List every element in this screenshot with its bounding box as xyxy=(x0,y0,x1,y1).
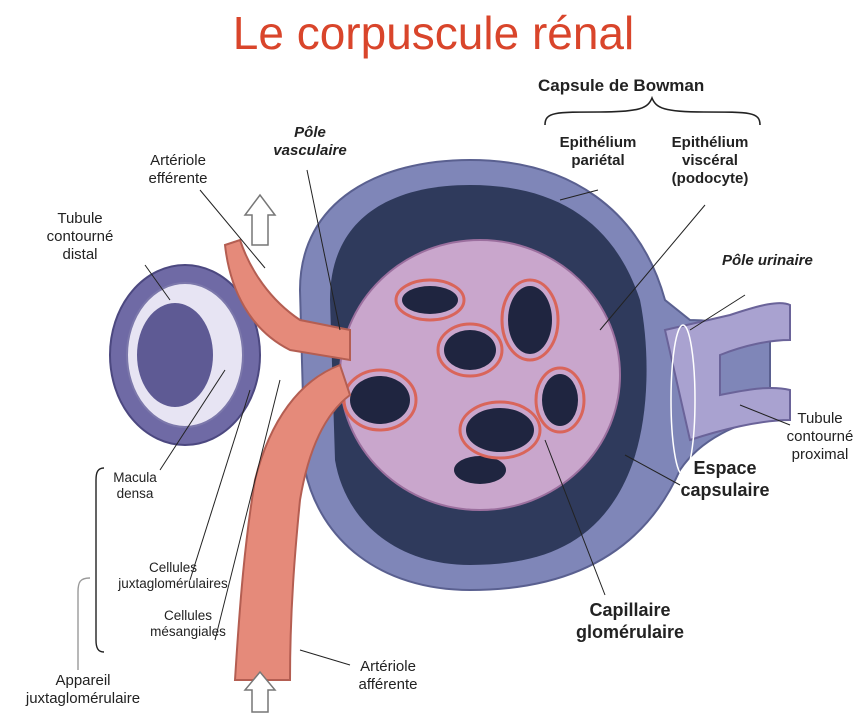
label-capillaire-glomerulaire: Capillaire glomérulaire xyxy=(565,600,695,643)
label-capillaire-line2: glomérulaire xyxy=(565,622,695,644)
label-tubule-distal-line2: contourné xyxy=(30,228,130,246)
distal-tubule-lumen xyxy=(137,303,213,407)
label-arteriole-efferente-line1: Artériole xyxy=(128,152,228,170)
label-capsule-bowman: Capsule de Bowman xyxy=(538,76,704,96)
label-espace-capsulaire-line1: Espace xyxy=(670,458,780,480)
label-espace-capsulaire-line2: capsulaire xyxy=(670,480,780,502)
label-cellules-juxtaglomerulaires: Cellules juxtaglomérulaires xyxy=(108,560,238,592)
label-macula-densa-line1: Macula xyxy=(100,470,170,486)
label-tubule-proximal: Tubule contourné proximal xyxy=(775,410,865,464)
label-epithelium-visceral: Epithélium viscéral (podocyte) xyxy=(660,134,760,188)
label-pole-vasculaire-line1: Pôle xyxy=(260,124,360,142)
label-espace-capsulaire: Espace capsulaire xyxy=(670,458,780,501)
label-macula-densa-line2: densa xyxy=(100,486,170,502)
label-appareil-line1: Appareil xyxy=(8,672,158,690)
efferent-arrow-icon xyxy=(245,195,275,245)
label-pole-vasculaire: Pôle vasculaire xyxy=(260,124,360,160)
label-tubule-proximal-line2: contourné xyxy=(775,428,865,446)
label-macula-densa: Macula densa xyxy=(100,470,170,502)
appareil-bracket xyxy=(78,578,90,670)
label-appareil-line2: juxtaglomérulaire xyxy=(8,690,158,708)
bowman-bracket xyxy=(545,98,760,125)
label-arteriole-efferente-line2: efférente xyxy=(128,170,228,188)
label-tubule-proximal-line3: proximal xyxy=(775,446,865,464)
label-epithelium-visceral-line3: (podocyte) xyxy=(660,170,760,188)
label-cellules-mesangiales-line1: Cellules xyxy=(138,608,238,624)
label-tubule-distal-line3: distal xyxy=(30,246,130,264)
label-cellules-mesangiales: Cellules mésangiales xyxy=(138,608,238,640)
label-cellules-mesangiales-line2: mésangiales xyxy=(138,624,238,640)
label-cellules-juxta-line2: juxtaglomérulaires xyxy=(108,576,238,592)
label-pole-vasculaire-line2: vasculaire xyxy=(260,142,360,160)
label-epithelium-parietal: Epithélium pariétal xyxy=(548,134,648,170)
label-arteriole-efferente: Artériole efférente xyxy=(128,152,228,188)
label-epithelium-visceral-line2: viscéral xyxy=(660,152,760,170)
label-tubule-distal: Tubule contourné distal xyxy=(30,210,130,264)
label-arteriole-afferente: Artériole afférente xyxy=(338,658,438,694)
label-pole-urinaire: Pôle urinaire xyxy=(722,252,813,270)
label-tubule-proximal-line1: Tubule xyxy=(775,410,865,428)
label-arteriole-afferente-line1: Artériole xyxy=(338,658,438,676)
label-epithelium-visceral-line1: Epithélium xyxy=(660,134,760,152)
label-tubule-distal-line1: Tubule xyxy=(30,210,130,228)
label-epithelium-parietal-line2: pariétal xyxy=(548,152,648,170)
label-appareil-juxtaglomerulaire: Appareil juxtaglomérulaire xyxy=(8,672,158,708)
label-arteriole-afferente-line2: afférente xyxy=(338,676,438,694)
label-epithelium-parietal-line1: Epithélium xyxy=(548,134,648,152)
label-cellules-juxta-line1: Cellules xyxy=(108,560,238,576)
label-capillaire-line1: Capillaire xyxy=(565,600,695,622)
